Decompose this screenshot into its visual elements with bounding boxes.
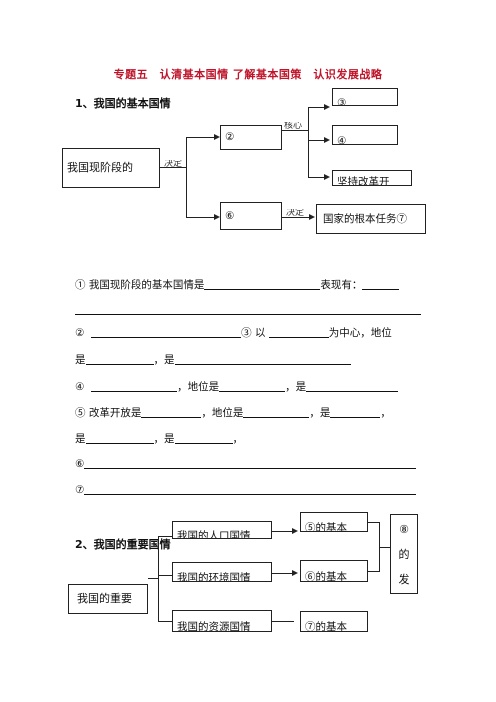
connector bbox=[148, 578, 158, 579]
connector bbox=[186, 217, 216, 218]
box-6: ⑥ bbox=[220, 202, 282, 230]
connector bbox=[272, 621, 294, 622]
basic-condition-box: 我国现阶段的 bbox=[62, 148, 160, 188]
population-box: 我国的人口国情 bbox=[172, 521, 272, 539]
arrow bbox=[324, 174, 330, 180]
arrow bbox=[324, 104, 330, 110]
question-5: ⑤ 改革开放是，地位是，是， bbox=[75, 407, 391, 419]
dev-char: ⑧ bbox=[399, 523, 409, 536]
decide-label-2: 决定 bbox=[286, 209, 305, 217]
connector bbox=[272, 531, 294, 532]
box-7: 国家的根本任务⑦ bbox=[316, 204, 426, 234]
connector bbox=[368, 571, 380, 572]
connector bbox=[272, 573, 294, 574]
box-4: ④ bbox=[332, 125, 398, 145]
arrow bbox=[309, 214, 315, 220]
connector bbox=[160, 167, 186, 168]
question-3-cont: 是，是 bbox=[75, 352, 421, 367]
page-title: 专题五 认清基本国情 了解基本国策 认识发展战略 bbox=[113, 68, 383, 81]
section2-heading: 2、我国的重要国情 bbox=[75, 538, 171, 551]
answer-line bbox=[75, 314, 421, 315]
connector bbox=[308, 140, 326, 141]
connector bbox=[308, 107, 326, 108]
question-4: ④ ，地位是，是 bbox=[75, 379, 421, 394]
dev-char: 发 bbox=[398, 573, 410, 586]
resource-box: 我国的资源国情 bbox=[172, 610, 272, 632]
branch-line bbox=[186, 137, 187, 217]
question-6: ⑥ bbox=[75, 457, 421, 470]
connector bbox=[282, 130, 308, 131]
question-1: ① 我国现阶段的基本国情是表现有： bbox=[75, 277, 421, 292]
question-7: ⑦ bbox=[75, 483, 421, 496]
box-2: ② bbox=[220, 125, 282, 150]
section1-heading: 1、我国的基本国情 bbox=[75, 97, 171, 110]
connector bbox=[158, 536, 172, 537]
brace-line bbox=[379, 522, 380, 571]
dev-char: 的 bbox=[398, 548, 410, 561]
connector bbox=[158, 575, 172, 576]
environment-box: 我国的环境国情 bbox=[172, 562, 272, 582]
box-5: 坚持改革开 bbox=[332, 170, 412, 186]
policy-box-7: ⑦的基本 bbox=[300, 611, 368, 632]
policy-box-5: ⑤的基本 bbox=[300, 512, 368, 532]
connector bbox=[380, 547, 390, 548]
arrow bbox=[292, 570, 298, 576]
question-5-cont: 是，是， bbox=[75, 433, 243, 445]
arrow bbox=[214, 134, 220, 140]
box-3: ③ bbox=[332, 88, 398, 106]
decide-label-1: 决定 bbox=[164, 160, 183, 168]
development-box: ⑧ 的 发 bbox=[390, 514, 418, 594]
connector bbox=[308, 177, 326, 178]
arrow bbox=[292, 528, 298, 534]
connector bbox=[282, 217, 312, 218]
important-condition-box: 我国的重要 bbox=[68, 584, 148, 614]
question-2-3: ② ③ 以 为中心，地位 bbox=[75, 327, 392, 339]
branch-line bbox=[308, 107, 309, 177]
policy-box-6: ⑥的基本 bbox=[300, 560, 368, 582]
connector bbox=[186, 137, 216, 138]
arrow bbox=[214, 214, 220, 220]
connector bbox=[158, 621, 172, 622]
connector bbox=[368, 522, 380, 523]
arrow bbox=[324, 137, 330, 143]
core-label: 核心 bbox=[284, 122, 303, 130]
brace-line bbox=[158, 536, 159, 622]
